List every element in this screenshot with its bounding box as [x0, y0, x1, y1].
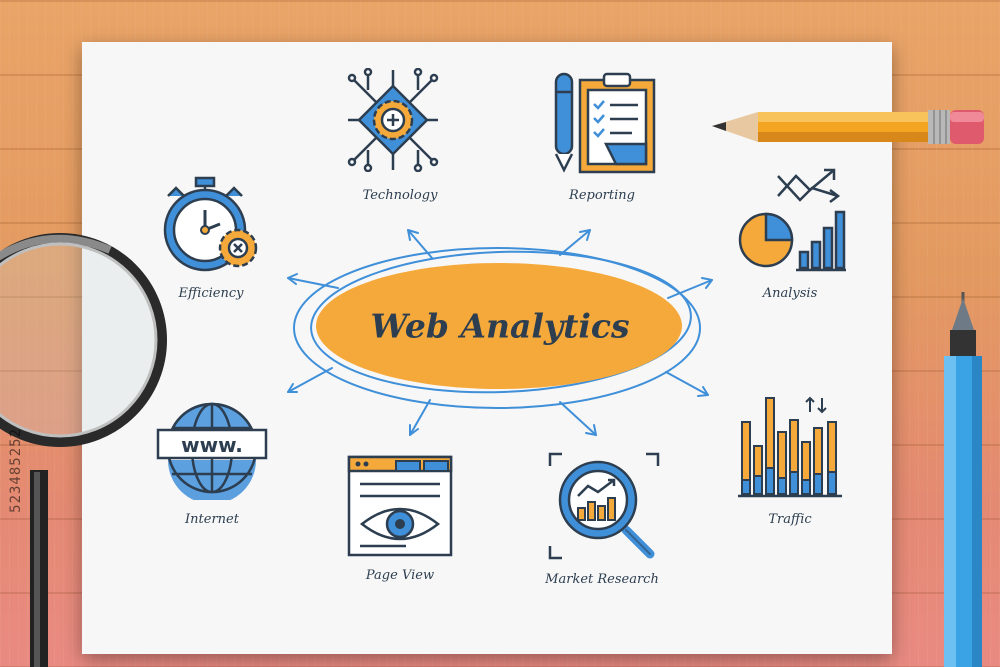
blue-pen-icon [944, 292, 982, 667]
arrow-page-view [409, 399, 431, 436]
outer-ring [293, 247, 701, 409]
arrow-technology [407, 229, 433, 259]
stacked-bar-chart-icon [738, 396, 842, 498]
traffic-label: Traffic [768, 512, 812, 527]
clipboard-pen-icon [554, 72, 656, 174]
browser-eye-icon [347, 455, 453, 557]
inner-ring [310, 250, 692, 394]
arrow-traffic [665, 371, 709, 397]
arrow-internet [287, 367, 333, 393]
reporting-label: Reporting [569, 188, 635, 203]
magnifying-glass-icon [0, 233, 167, 667]
arrow-market-research [559, 401, 597, 436]
magnifier-chart-icon [548, 452, 660, 560]
stock-id-watermark: 523485252 [8, 428, 24, 513]
pie-bar-chart-icon [738, 168, 846, 272]
diagram-title: Web Analytics [370, 306, 630, 346]
internet-label: Internet [185, 512, 239, 527]
arrow-reporting [559, 229, 591, 256]
market-research-label: Market Research [545, 572, 659, 587]
arrow-efficiency [287, 273, 339, 289]
arrow-analysis [667, 277, 713, 299]
globe-www-icon: www. [156, 402, 268, 500]
stopwatch-gear-icon [163, 176, 258, 272]
center-ellipse [316, 263, 682, 389]
analysis-label: Analysis [762, 286, 818, 301]
chip-gear-icon [347, 68, 439, 172]
www-text: www. [181, 433, 243, 457]
pencil-icon [712, 110, 984, 144]
technology-label: Technology [362, 188, 438, 203]
page-view-label: Page View [365, 568, 435, 583]
efficiency-label: Efficiency [178, 286, 244, 301]
